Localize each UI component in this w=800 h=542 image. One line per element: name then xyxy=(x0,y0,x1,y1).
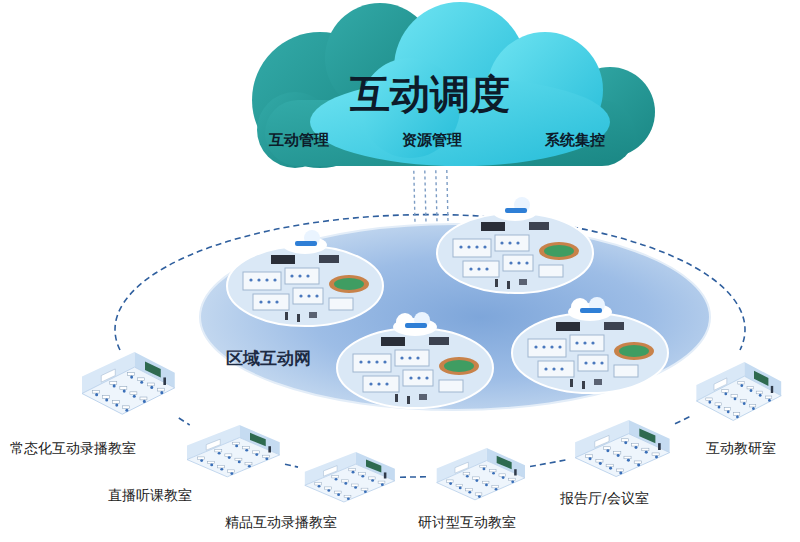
dashed-connector xyxy=(285,464,298,467)
cloud-node: 互动调度互动管理 资源管理 系统集控 xyxy=(245,0,655,170)
region-ellipse-outline xyxy=(198,222,712,412)
region-ellipse: 区域互动网 xyxy=(198,222,712,412)
classroom-label: 互动教研室 xyxy=(706,440,776,457)
region-label: 区域互动网 xyxy=(226,348,311,368)
cloud-title: 互动调度 xyxy=(350,70,510,118)
classroom-label: 常态化互动录播教室 xyxy=(10,440,136,457)
classroom-node: 研讨型互动教室 xyxy=(430,448,530,503)
classroom-node: 精品互动录播教室 xyxy=(298,452,400,505)
cloud-label: 系统集控 xyxy=(545,131,605,149)
classroom-node: 报告厅/会议室 xyxy=(568,420,675,480)
classroom-picture xyxy=(696,362,781,420)
cloud-label: 资源管理 xyxy=(402,131,462,149)
classroom-picture xyxy=(305,452,395,502)
classroom-label: 研讨型互动教室 xyxy=(418,514,516,531)
classroom-label: 报告厅/会议室 xyxy=(560,490,649,507)
classroom-picture xyxy=(82,352,175,414)
dashed-connector xyxy=(414,170,448,223)
classroom-label: 精品互动录播教室 xyxy=(225,514,337,531)
school-cluster xyxy=(437,197,593,293)
classroom-picture xyxy=(575,420,670,477)
cloud-label: 互动管理 xyxy=(269,131,329,149)
dashed-connector xyxy=(179,418,190,425)
dashed-connector xyxy=(530,460,568,467)
classroom-label: 直播听课教室 xyxy=(108,487,192,504)
dashed-connector xyxy=(400,476,430,478)
dashed-connector xyxy=(675,417,690,424)
classroom-node: 直播听课教室 xyxy=(180,425,285,480)
classroom-node: 常态化互动录播教室 xyxy=(75,352,180,418)
classroom-node: 互动教研室 xyxy=(690,362,786,424)
classroom-picture xyxy=(187,425,280,477)
classroom-picture xyxy=(437,448,525,500)
